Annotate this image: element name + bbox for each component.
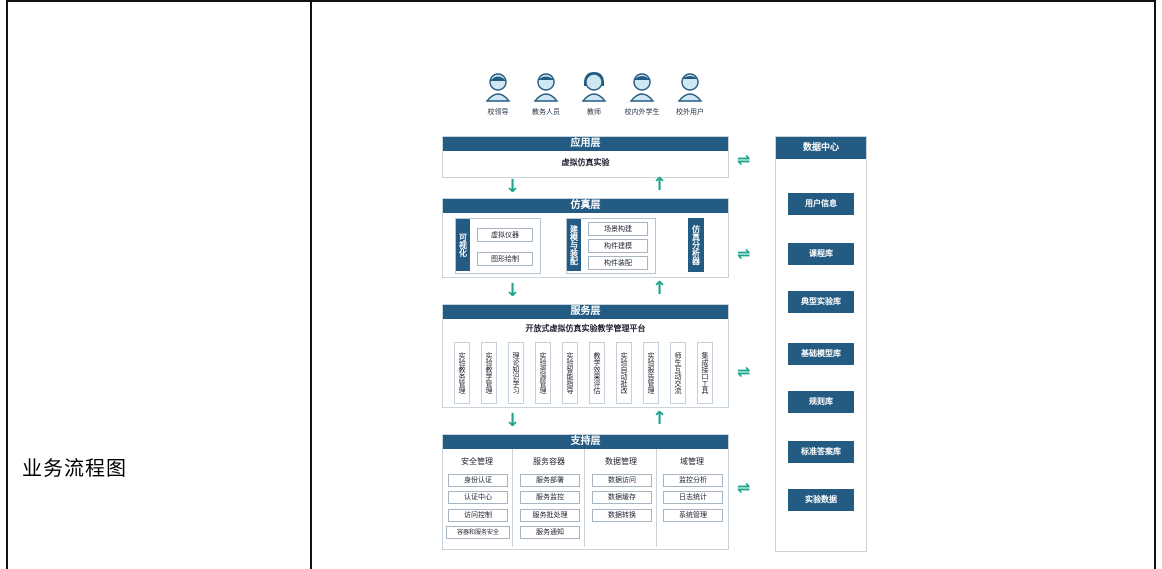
application-layer: 应用层 虚拟仿真实验	[442, 136, 729, 178]
column-divider	[656, 449, 657, 547]
user-role: 校领导	[470, 72, 526, 117]
support-item: 日志统计	[663, 491, 723, 504]
table-column-divider	[310, 0, 312, 569]
support-item: 容器和服务安全	[446, 526, 510, 539]
person-icon	[677, 73, 703, 102]
support-item: 身份认证	[448, 474, 508, 487]
user-role-label: 校领导	[487, 108, 509, 116]
user-role: 教务人员	[518, 72, 574, 117]
user-roles: 校领导 教务人员 教师 校内外学生 校外用户	[470, 71, 750, 122]
sim-item: 场景构建	[588, 222, 648, 236]
user-role-label: 校外用户	[676, 108, 704, 116]
analyzer-label: 仿真分析器	[688, 218, 704, 272]
user-role: 教师	[566, 71, 622, 117]
down-arrow-icon: ↓	[505, 410, 521, 431]
application-layer-content: 虚拟仿真实验	[561, 158, 610, 167]
sim-item: 虚拟仪器	[477, 228, 533, 242]
service-module: 实验教学管理	[481, 342, 497, 404]
support-column-title: 数据管理	[605, 457, 637, 466]
support-item: 服务部署	[520, 474, 580, 487]
person-icon	[629, 73, 655, 102]
person-icon	[485, 73, 511, 102]
data-center-item: 用户信息	[788, 193, 854, 215]
data-center: 数据中心 用户信息 课程库 典型实验库 基础模型库 规则库 标准答案库 实验数据	[775, 136, 867, 552]
service-module: 集成接口工具	[697, 342, 713, 404]
sim-item: 构件装配	[588, 256, 648, 270]
exchange-arrows-icon: ⇌	[737, 150, 751, 169]
row-label: 业务流程图	[22, 456, 127, 480]
data-center-item: 基础模型库	[788, 343, 854, 365]
visualization-label: 可视化	[456, 219, 470, 271]
column-divider	[584, 449, 585, 547]
user-role-label: 教师	[587, 108, 601, 116]
support-item: 认证中心	[448, 491, 508, 504]
service-module: 实验报告管理	[643, 342, 659, 404]
service-module: 实验自动批改	[616, 342, 632, 404]
support-column-title: 安全管理	[461, 457, 493, 466]
support-column-title: 服务容器	[533, 457, 565, 466]
down-arrow-icon: ↓	[505, 176, 521, 197]
user-role: 校外用户	[662, 72, 718, 117]
support-item: 服务批处理	[520, 509, 580, 522]
data-center-item: 规则库	[788, 391, 854, 413]
exchange-arrows-icon: ⇌	[737, 244, 751, 263]
user-role-label: 教务人员	[532, 108, 560, 116]
service-module: 理论知识学习	[508, 342, 524, 404]
service-module: 实验教务管理	[454, 342, 470, 404]
support-item: 系统管理	[663, 509, 723, 522]
service-layer-title: 服务层	[443, 305, 728, 319]
modeling-label: 建模与装配	[567, 219, 581, 271]
table-top-border	[6, 0, 1156, 2]
data-center-title: 数据中心	[776, 137, 866, 159]
person-icon	[581, 71, 607, 102]
service-module: 教学效果评估	[589, 342, 605, 404]
service-module: 师生互动交流	[670, 342, 686, 404]
person-icon	[533, 73, 559, 102]
data-center-item: 标准答案库	[788, 441, 854, 463]
table-left-border	[6, 0, 8, 569]
support-item: 服务监控	[520, 491, 580, 504]
support-item: 数据缓存	[592, 491, 652, 504]
support-item: 数据转换	[592, 509, 652, 522]
support-item: 访问控制	[448, 509, 508, 522]
user-role: 校内外学生	[614, 72, 670, 117]
data-center-item: 典型实验库	[788, 291, 854, 313]
data-center-item: 实验数据	[788, 489, 854, 511]
service-module: 实验资源管理	[535, 342, 551, 404]
exchange-arrows-icon: ⇌	[737, 478, 751, 497]
up-arrow-icon: ↑	[652, 174, 668, 195]
simulation-layer-title: 仿真层	[443, 199, 728, 213]
support-item: 数据访问	[592, 474, 652, 487]
up-arrow-icon: ↑	[652, 408, 668, 429]
support-item: 监控分析	[663, 474, 723, 487]
application-layer-title: 应用层	[443, 137, 728, 151]
user-role-label: 校内外学生	[624, 108, 660, 116]
exchange-arrows-icon: ⇌	[737, 362, 751, 381]
support-item: 服务通知	[520, 526, 580, 539]
sim-item: 图形绘制	[477, 252, 533, 266]
down-arrow-icon: ↓	[505, 280, 521, 301]
platform-title: 开放式虚拟仿真实验教学管理平台	[525, 324, 646, 333]
up-arrow-icon: ↑	[652, 278, 668, 299]
service-module: 实验智能指导	[562, 342, 578, 404]
support-column-title: 域管理	[680, 457, 704, 466]
table-right-border	[1154, 0, 1156, 569]
sim-item: 构件建模	[588, 239, 648, 253]
support-layer-title: 支持层	[443, 435, 728, 449]
data-center-item: 课程库	[788, 243, 854, 265]
column-divider	[512, 449, 513, 547]
